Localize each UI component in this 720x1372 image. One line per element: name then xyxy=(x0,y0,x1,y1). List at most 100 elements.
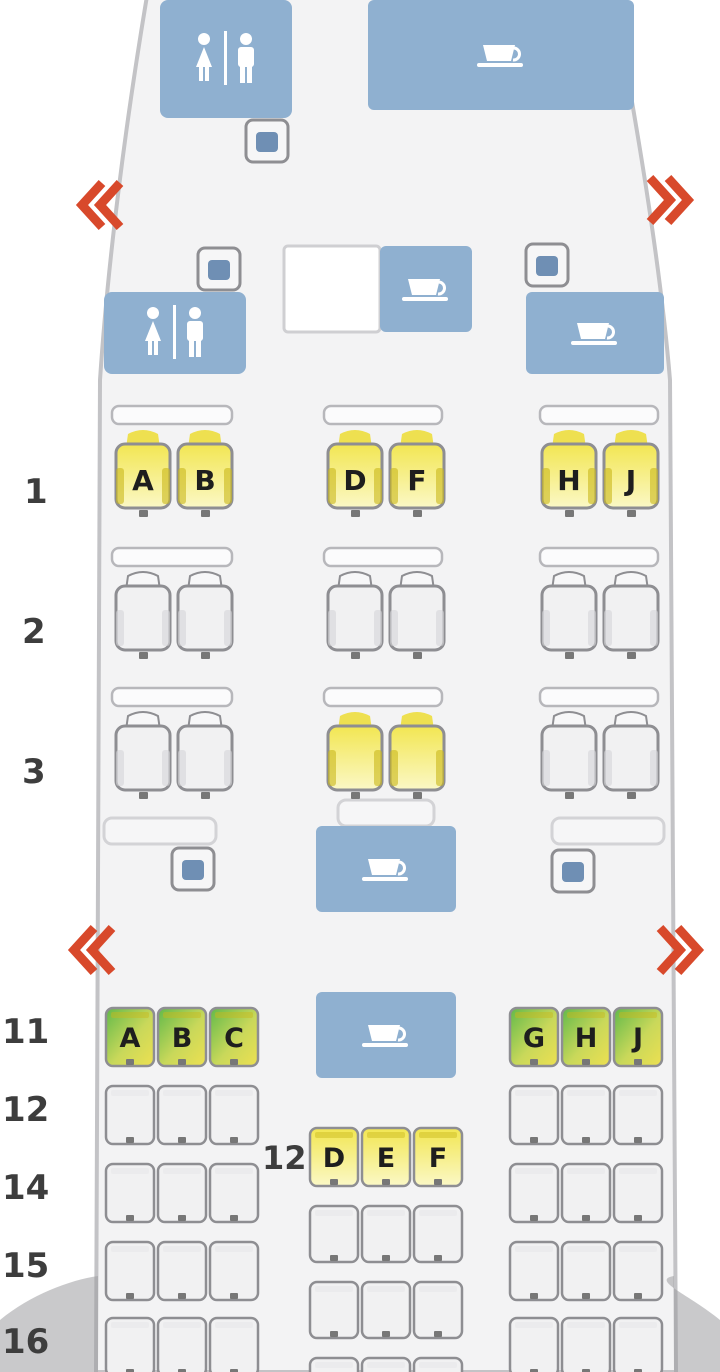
seat-armrest xyxy=(328,468,336,504)
seat-back xyxy=(419,1286,457,1292)
seat-cushion xyxy=(508,1084,560,1146)
economy-seat[interactable] xyxy=(412,1356,464,1372)
seat-back xyxy=(515,1322,553,1328)
seat-shelf xyxy=(538,404,660,426)
business-seat[interactable]: J xyxy=(602,430,660,517)
business-seat[interactable] xyxy=(326,712,384,799)
economy-seat[interactable] xyxy=(412,1204,464,1264)
seat-cushion xyxy=(308,1280,360,1340)
seat-cushion xyxy=(612,1316,664,1372)
business-seat[interactable] xyxy=(602,711,660,799)
seat-cushion xyxy=(104,1162,156,1224)
cup-body xyxy=(408,279,440,295)
economy-seat[interactable] xyxy=(560,1316,612,1372)
economy-seat[interactable] xyxy=(156,1084,208,1146)
business-seat[interactable]: H xyxy=(540,430,598,517)
seat-letter: F xyxy=(429,1143,447,1174)
economy-seat[interactable]: B xyxy=(156,1006,208,1068)
economy-seat[interactable] xyxy=(156,1240,208,1302)
seat-foot xyxy=(178,1215,186,1221)
economy-seat[interactable] xyxy=(508,1084,560,1146)
economy-seat[interactable] xyxy=(360,1280,412,1340)
seat-armrest xyxy=(650,610,658,646)
business-seat[interactable] xyxy=(388,712,446,799)
cup-saucer xyxy=(362,1043,408,1047)
seat-back xyxy=(111,1090,149,1096)
economy-seat[interactable] xyxy=(104,1162,156,1224)
seat-back xyxy=(619,1168,657,1174)
seat-shelf xyxy=(538,686,660,708)
economy-seat[interactable] xyxy=(360,1204,412,1264)
economy-seat[interactable] xyxy=(208,1240,260,1302)
seat-back xyxy=(215,1246,253,1252)
economy-seat[interactable] xyxy=(308,1356,360,1372)
seat-back xyxy=(163,1246,201,1252)
economy-seat[interactable] xyxy=(104,1316,156,1372)
seat-foot xyxy=(201,510,210,517)
economy-seat[interactable] xyxy=(308,1280,360,1340)
business-seat[interactable] xyxy=(602,571,660,659)
economy-seat[interactable] xyxy=(508,1240,560,1302)
economy-seat[interactable] xyxy=(560,1240,612,1302)
seat-foot xyxy=(351,510,360,517)
economy-seat[interactable] xyxy=(612,1162,664,1224)
economy-seat[interactable] xyxy=(208,1162,260,1224)
economy-seat[interactable]: J xyxy=(612,1006,664,1068)
seat-letter: F xyxy=(407,464,426,497)
seat-cushion xyxy=(602,724,660,792)
economy-seat[interactable] xyxy=(412,1280,464,1340)
economy-seat[interactable] xyxy=(508,1316,560,1372)
seat-foot xyxy=(634,1137,642,1143)
galley-center xyxy=(380,246,472,332)
seat-foot xyxy=(434,1179,442,1185)
economy-seat[interactable] xyxy=(612,1316,664,1372)
economy-seat[interactable]: A xyxy=(104,1006,156,1068)
business-seat[interactable] xyxy=(176,571,234,659)
economy-seat[interactable]: E xyxy=(360,1126,412,1188)
economy-seat[interactable]: H xyxy=(560,1006,612,1068)
business-seat[interactable] xyxy=(326,571,384,659)
seat-foot xyxy=(382,1255,390,1261)
economy-seat[interactable] xyxy=(208,1316,260,1372)
business-seat[interactable] xyxy=(176,711,234,799)
business-seat[interactable]: B xyxy=(176,430,234,517)
economy-seat[interactable]: D xyxy=(308,1126,360,1188)
man-leg xyxy=(247,65,252,83)
economy-seat[interactable] xyxy=(308,1204,360,1264)
seat-shelf xyxy=(322,686,444,708)
seat-back xyxy=(567,1090,605,1096)
economy-seat[interactable] xyxy=(560,1162,612,1224)
economy-seat[interactable]: F xyxy=(412,1126,464,1188)
economy-seat[interactable] xyxy=(612,1084,664,1146)
cup-body xyxy=(368,1025,400,1041)
economy-seat[interactable] xyxy=(508,1162,560,1224)
woman-head xyxy=(147,307,159,319)
economy-seat[interactable] xyxy=(104,1084,156,1146)
business-seat[interactable] xyxy=(388,571,446,659)
economy-seat[interactable]: C xyxy=(208,1006,260,1068)
economy-seat[interactable] xyxy=(156,1316,208,1372)
business-seat[interactable] xyxy=(114,571,172,659)
seat-cushion xyxy=(104,1240,156,1302)
seat-back xyxy=(567,1246,605,1252)
business-seat[interactable]: A xyxy=(114,430,172,517)
business-seat[interactable]: F xyxy=(388,430,446,517)
economy-seat[interactable]: G xyxy=(508,1006,560,1068)
business-seat[interactable] xyxy=(540,571,598,659)
cup-saucer xyxy=(362,877,408,881)
seat-cushion xyxy=(560,1316,612,1372)
economy-seat[interactable] xyxy=(104,1240,156,1302)
economy-seat[interactable] xyxy=(612,1240,664,1302)
business-seat[interactable]: D xyxy=(326,430,384,517)
seat-armrest xyxy=(390,750,398,786)
business-seat[interactable] xyxy=(114,711,172,799)
economy-seat[interactable] xyxy=(360,1356,412,1372)
economy-seat[interactable] xyxy=(208,1084,260,1146)
business-seat[interactable] xyxy=(540,711,598,799)
economy-seat[interactable] xyxy=(560,1084,612,1146)
crew-seat-right xyxy=(524,242,570,288)
seat-cushion xyxy=(156,1316,208,1372)
seat-back xyxy=(419,1362,457,1368)
seat-cushion xyxy=(560,1240,612,1302)
economy-seat[interactable] xyxy=(156,1162,208,1224)
